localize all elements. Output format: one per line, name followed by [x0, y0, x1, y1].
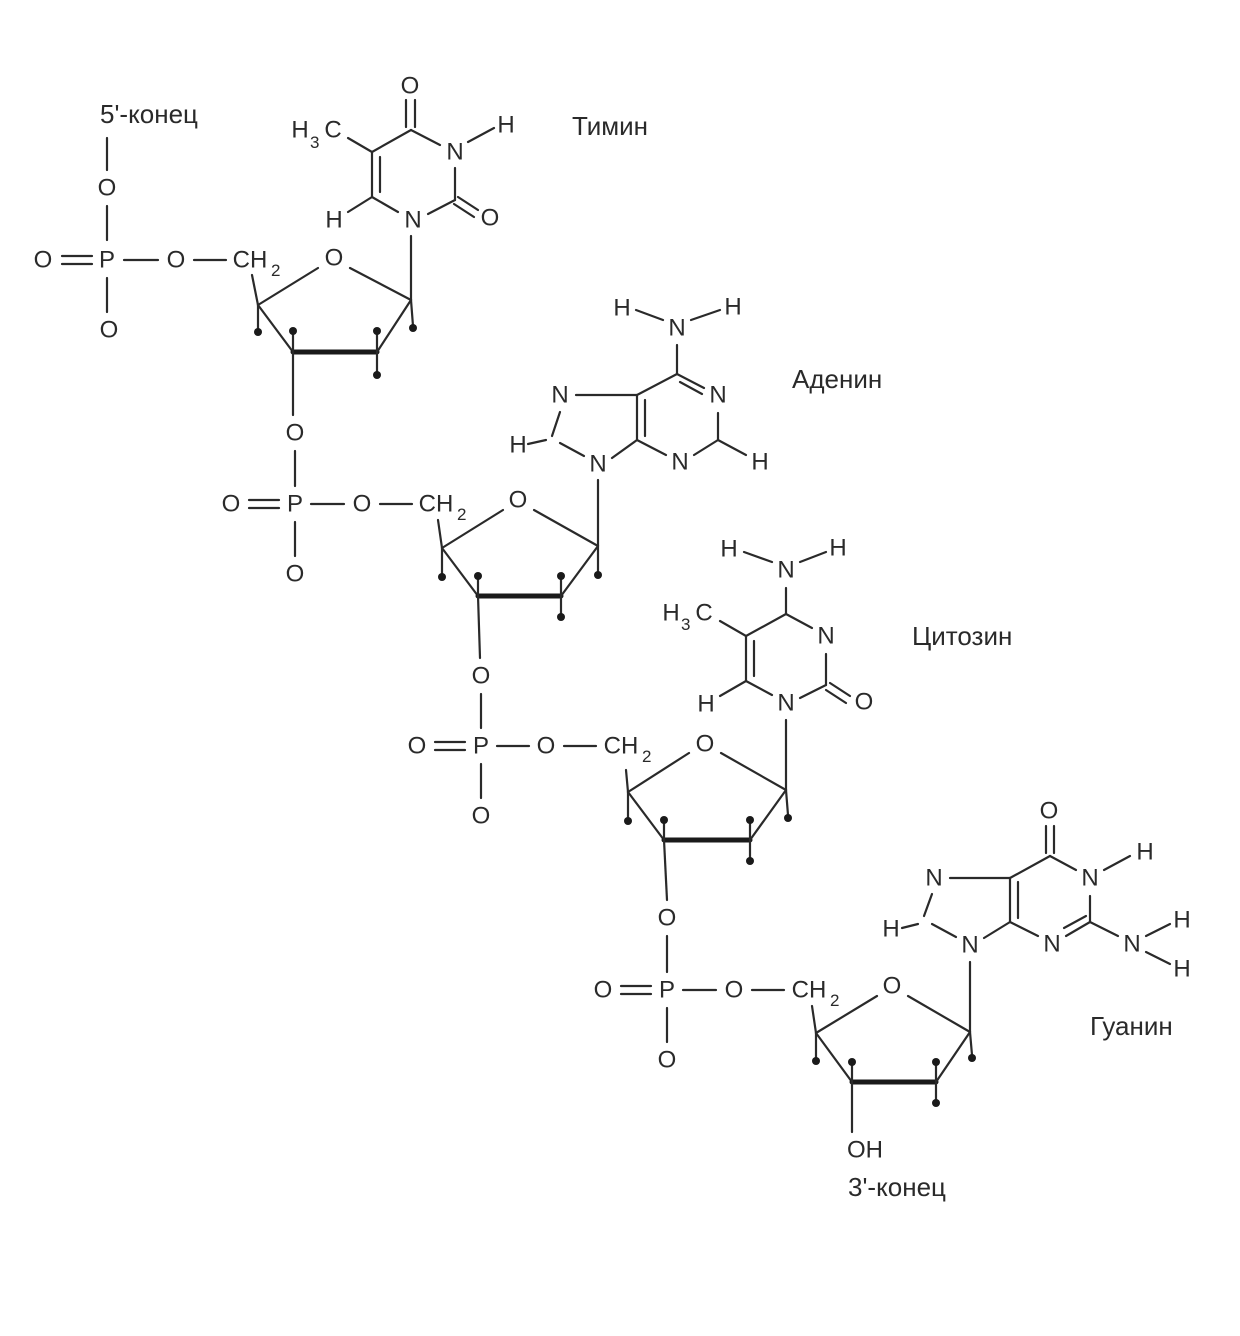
atom-h: H	[882, 916, 899, 943]
subscript-3: 3	[310, 133, 319, 152]
atom-o: O	[594, 977, 613, 1004]
atom-n: N	[671, 449, 688, 476]
atom-o: O	[472, 803, 491, 830]
subscript-2: 2	[830, 991, 839, 1010]
guanine-label: Гуанин	[1090, 1011, 1173, 1041]
cytosine-label: Цитозин	[912, 621, 1012, 651]
atom-o: O	[401, 73, 420, 100]
nucleotide-3: O P O O O CH 2 O N	[408, 535, 1012, 865]
atom-n: N	[709, 382, 726, 409]
atom-p: P	[287, 491, 303, 518]
atom-o: O	[1040, 798, 1059, 825]
nucleotide-4: O P O O O CH 2 O OH 3'-конец	[594, 798, 1191, 1203]
atom-o: O	[481, 205, 500, 232]
five-prime-end-label: 5'-конец	[100, 99, 198, 129]
atom-p: P	[473, 733, 489, 760]
atom-n: N	[777, 690, 794, 717]
atom-h: H	[291, 117, 308, 144]
atom-h: H	[613, 295, 630, 322]
atom-h: H	[509, 432, 526, 459]
atom-o: O	[855, 689, 874, 716]
atom-n: N	[961, 932, 978, 959]
atom-o: O	[472, 663, 491, 690]
ring-oxygen: O	[696, 731, 715, 758]
atom-n: N	[446, 139, 463, 166]
atom-o: O	[353, 491, 372, 518]
atom-o: O	[658, 905, 677, 932]
atom-o: O	[658, 1047, 677, 1074]
ring-oxygen: O	[325, 245, 344, 272]
atom-ch: CH	[792, 977, 827, 1004]
atom-h: H	[697, 691, 714, 718]
atom-o: O	[286, 561, 305, 588]
atom-n: N	[925, 865, 942, 892]
atom-n: N	[668, 315, 685, 342]
atom-o: O	[100, 317, 119, 344]
atom-h: H	[1173, 907, 1190, 934]
atom-h: H	[662, 600, 679, 627]
terminal-hydroxyl: OH	[847, 1137, 883, 1164]
atom-n: N	[404, 207, 421, 234]
atom-o: O	[167, 247, 186, 274]
thymine-label: Тимин	[572, 111, 648, 141]
atom-o: O	[222, 491, 241, 518]
atom-h: H	[497, 112, 514, 139]
atom-o: O	[286, 420, 305, 447]
atom-p: P	[99, 247, 115, 274]
atom-ch: CH	[604, 733, 639, 760]
atom-h: H	[1136, 839, 1153, 866]
atom-o: O	[537, 733, 556, 760]
subscript-2: 2	[457, 505, 466, 524]
atom-h: H	[829, 535, 846, 562]
ring-oxygen: O	[509, 487, 528, 514]
atom-h: H	[325, 207, 342, 234]
subscript-3: 3	[681, 615, 690, 634]
atom-o: O	[98, 175, 117, 202]
atom-n: N	[551, 382, 568, 409]
atom-h: H	[724, 294, 741, 321]
atom-h: H	[1173, 956, 1190, 983]
three-prime-end-label: 3'-конец	[848, 1172, 946, 1202]
atom-h: H	[720, 536, 737, 563]
atom-n: N	[1123, 931, 1140, 958]
atom-ch: CH	[419, 491, 454, 518]
atom-n: N	[817, 623, 834, 650]
atom-n: N	[589, 451, 606, 478]
atom-p: P	[659, 977, 675, 1004]
subscript-2: 2	[642, 747, 651, 766]
adenine-label: Аденин	[792, 364, 882, 394]
subscript-2: 2	[271, 261, 280, 280]
atom-n: N	[1081, 865, 1098, 892]
nucleotide-2: O P O O O CH 2 O N N	[222, 294, 882, 621]
atom-h: H	[751, 449, 768, 476]
atom-c: C	[324, 117, 341, 144]
atom-o: O	[34, 247, 53, 274]
atom-ch: CH	[233, 247, 268, 274]
ring-oxygen: O	[883, 973, 902, 1000]
atom-o: O	[408, 733, 427, 760]
atom-n: N	[777, 557, 794, 584]
atom-c: C	[695, 600, 712, 627]
atom-o: O	[725, 977, 744, 1004]
atom-n: N	[1043, 931, 1060, 958]
nucleotide-1: 5'-конец O P O O O CH 2 O N	[34, 73, 648, 379]
